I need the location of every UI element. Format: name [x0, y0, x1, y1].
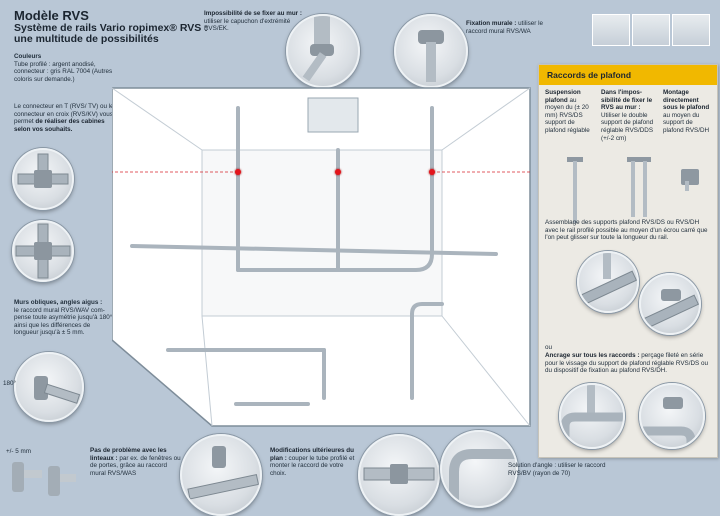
panel-col3: Montage directement sous le plafond au m…: [663, 89, 715, 135]
t-connector-image: [12, 148, 74, 210]
angle-solution-text: Solution d'angle : utiliser le raccord R…: [508, 462, 606, 477]
ceiling-fail-text: utiliser le capuchon d'extrémité RVS/EK.: [204, 17, 291, 33]
wall-mount-heading: Fixation murale :: [466, 20, 517, 27]
photo-thumbnail-1: [592, 14, 630, 46]
wall-connector-icon: [34, 376, 81, 404]
support-rail-icon: [580, 253, 637, 305]
oblique-block: Murs obliques, angles aigus : le raccord…: [14, 299, 116, 337]
assembly-image-1: [577, 251, 639, 313]
lintels-heading: Pas de problème avec les linteaux :: [90, 447, 167, 462]
anchor-image-1: [559, 383, 625, 449]
oblique-text: le raccord mural RVS/WAV com- pense tout…: [14, 306, 113, 337]
end-cap-image: [286, 14, 360, 88]
later-mod-block: Modifications ultérieures du plan : coup…: [270, 447, 356, 477]
photo-thumbnail-3: [672, 14, 710, 46]
anchor-heading: Ancrage sur tous les raccords :: [545, 352, 640, 359]
col3-heading: Montage directement sous le plafond: [663, 89, 710, 112]
photo-thumbnail-2: [632, 14, 670, 46]
cross-connector-image: [12, 220, 74, 282]
wall-mount-icon: [418, 30, 444, 82]
oblique-wall-image: [14, 352, 84, 422]
page-title: Modèle RVS: [14, 8, 89, 23]
col2-text: Utiliser le double support de plafond ré…: [601, 111, 654, 142]
panel-title: Raccords de plafond: [539, 65, 717, 85]
colors-text: Tube profilé : argent anodisé, connecteu…: [14, 60, 113, 83]
ceiling-fail-block: Impossibilité de se fixer au mur : utili…: [204, 10, 308, 33]
anchor-bracket-icon: [643, 397, 696, 447]
panel-col1: Suspension plafond au moyen du (± 20 mm)…: [545, 89, 597, 135]
later-mod-heading: Modifications ultérieures du plan :: [270, 447, 354, 462]
ceiling-point-2: [335, 169, 341, 175]
panel-col2: Dans l'impos- sibilité de fixer le RVS a…: [601, 89, 657, 142]
col2-heading: Dans l'impos- sibilité de fixer le RVS a…: [601, 89, 653, 112]
cut-rail-icon: [363, 464, 435, 484]
room-diagram: [112, 87, 531, 427]
anchor-image-2: [639, 383, 705, 449]
col3-text: au moyen du support de plafond RVS/DH: [663, 111, 710, 134]
connectors-text-b: de réaliser des cabines selon vos souhai…: [14, 118, 105, 133]
cross-connector-icon: [15, 223, 71, 279]
anchor-text: perçage fileté en série pour le vissage …: [545, 352, 709, 375]
col1-heading: Suspension plafond: [545, 89, 581, 104]
lintel-image: [180, 434, 262, 516]
t-connector-icon: [17, 153, 69, 188]
or-label: ou: [545, 344, 553, 351]
later-mod-image: [358, 434, 440, 516]
anchor-corner-icon: [561, 385, 623, 447]
colors-heading: Couleurs: [14, 53, 42, 60]
connectors-block: Le connecteur en T (RVS/ TV) ou le conne…: [14, 103, 114, 133]
ceiling-point-3: [429, 169, 435, 175]
ceiling-fail-heading: Impossibilité de se fixer au mur :: [204, 10, 302, 17]
angle-label: 180°: [3, 380, 17, 387]
angle-solution-image: [440, 430, 518, 508]
wall-mount-image: [394, 14, 468, 88]
bracket-rail-icon: [642, 289, 699, 329]
anchor-block: Ancrage sur tous les raccords : perçage …: [545, 352, 713, 375]
colors-block: Couleurs Tube profilé : argent anodisé, …: [14, 53, 114, 83]
assembly-text: Assemblage des supports plafond RVS/DS o…: [545, 219, 708, 242]
ceiling-point-1: [235, 169, 241, 175]
end-cap-icon: [302, 16, 334, 82]
later-mod-text: couper le tube profilé et monter le racc…: [270, 454, 355, 477]
mm-label: +/- 5 mm: [6, 448, 32, 455]
connectors-text-a: Le connecteur en T (RVS/ TV) ou le conne…: [14, 103, 114, 126]
page-subtitle: Système de rails Vario ropimex® RVS : un…: [14, 22, 208, 45]
assembly-image-2: [639, 273, 701, 335]
wall-mount-block: Fixation murale : utiliser le raccord mu…: [466, 20, 558, 35]
lintels-text: par ex. de fenêtres ou de portes, grâce …: [90, 454, 181, 477]
lintels-block: Pas de problème avec les linteaux : par …: [90, 447, 182, 477]
col1-text: au moyen du (± 20 mm) RVS/DS support de …: [545, 96, 590, 134]
lintel-connector-icon: [187, 446, 260, 500]
wall-mount-text: utiliser le raccord mural RVS/WA: [466, 20, 543, 35]
ceiling-supports-icon: [567, 157, 699, 223]
ceiling-fittings-panel: Raccords de plafond Suspension plafond a…: [538, 64, 718, 458]
oblique-heading: Murs obliques, angles aigus :: [14, 299, 103, 306]
wall-mount-parts-icon: [12, 462, 76, 496]
corner-connector-icon: [449, 449, 516, 506]
